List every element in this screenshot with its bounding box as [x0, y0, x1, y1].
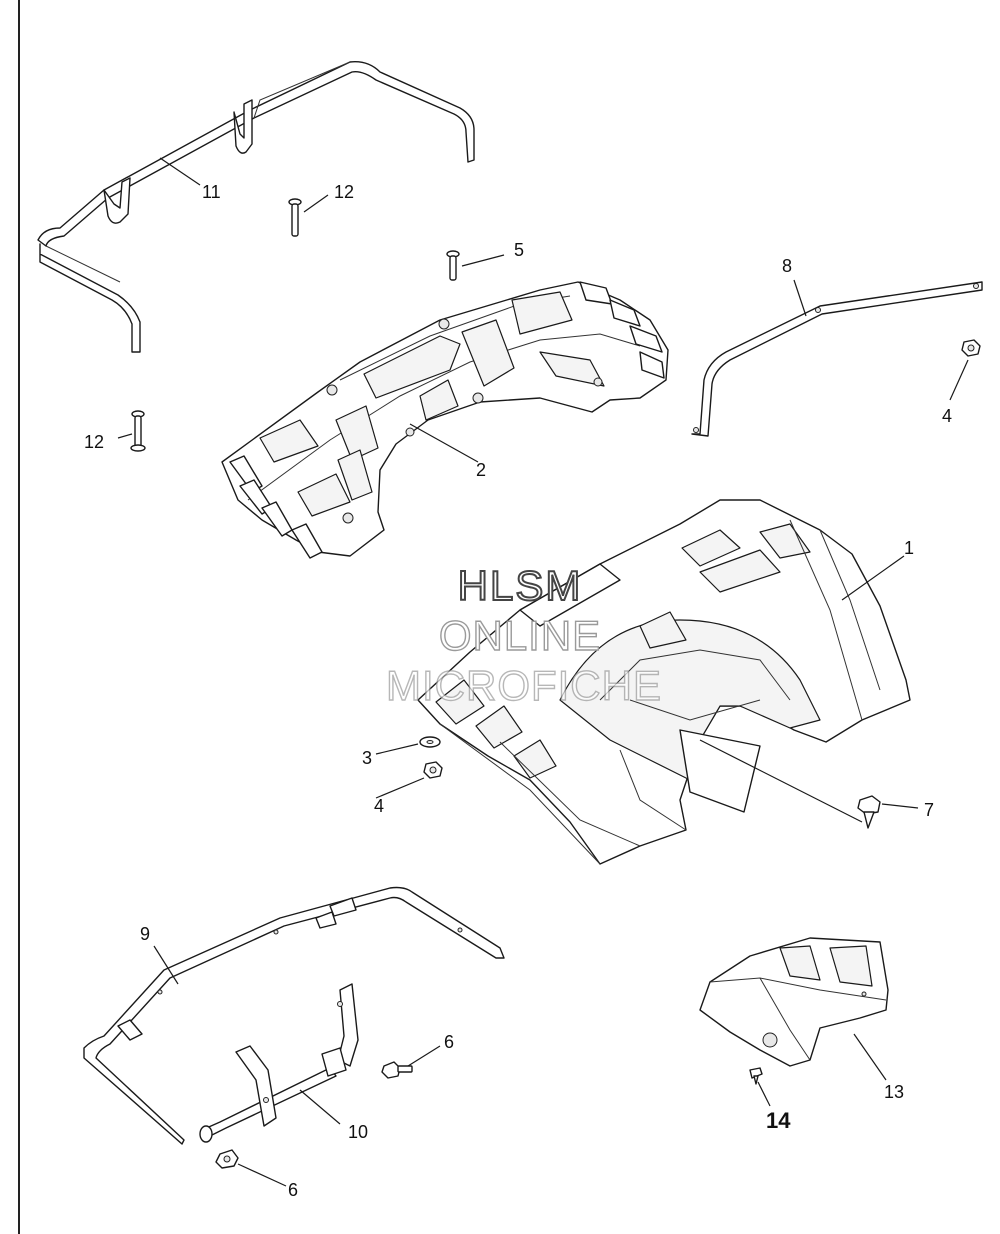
callout-10: 10	[348, 1122, 368, 1142]
callout-12-upper: 12	[334, 182, 354, 202]
callout-8: 8	[782, 256, 792, 276]
watermark-line-2: ONLINE	[439, 612, 601, 659]
rack-rail-upper-part	[37, 61, 475, 353]
rack-brace-part	[691, 281, 983, 437]
watermark: HLSM ONLINE MICROFICHE	[385, 561, 662, 710]
nut-4-lower-part	[423, 761, 443, 779]
rivet-7-part	[857, 795, 881, 829]
fender-side-cover-part	[699, 937, 889, 1067]
watermark-line-3: MICROFICHE	[386, 662, 662, 709]
callout-7: 7	[924, 800, 934, 820]
rear-rack-part	[221, 281, 669, 559]
callout-4-upper: 4	[942, 406, 952, 426]
callout-9: 9	[140, 924, 150, 944]
nut-4-upper-part	[961, 339, 981, 357]
callout-2: 2	[476, 460, 486, 480]
callout-1: 1	[904, 538, 914, 558]
callout-14: 14	[766, 1108, 791, 1133]
leader-lines	[117, 157, 969, 1187]
rack-rail-lower-part	[83, 886, 505, 1145]
callout-12-lower: 12	[84, 432, 104, 452]
flange-bolt-6-lower-part	[215, 1149, 239, 1169]
callout-4-lower: 4	[374, 796, 384, 816]
rear-fender-part	[417, 499, 911, 865]
bolt-5-part	[446, 250, 460, 281]
watermark-line-1: HLSM	[458, 562, 583, 609]
screw-14-part	[749, 1067, 763, 1085]
bolt-12-upper-part	[288, 198, 302, 237]
flange-bolt-6-right-part	[381, 1061, 413, 1079]
callout-labels: 11 12 12 5 2 8 4 1 3 4 7 9 6 10 6 13 14	[84, 182, 952, 1200]
callout-5: 5	[514, 240, 524, 260]
callout-13: 13	[884, 1082, 904, 1102]
callout-3: 3	[362, 748, 372, 768]
bolt-12-lower-part	[130, 410, 146, 452]
rack-support-part	[199, 983, 359, 1143]
callout-11: 11	[202, 182, 221, 202]
callout-6-right: 6	[444, 1032, 454, 1052]
callout-6-lower: 6	[288, 1180, 298, 1200]
washer-3-part	[419, 736, 441, 748]
